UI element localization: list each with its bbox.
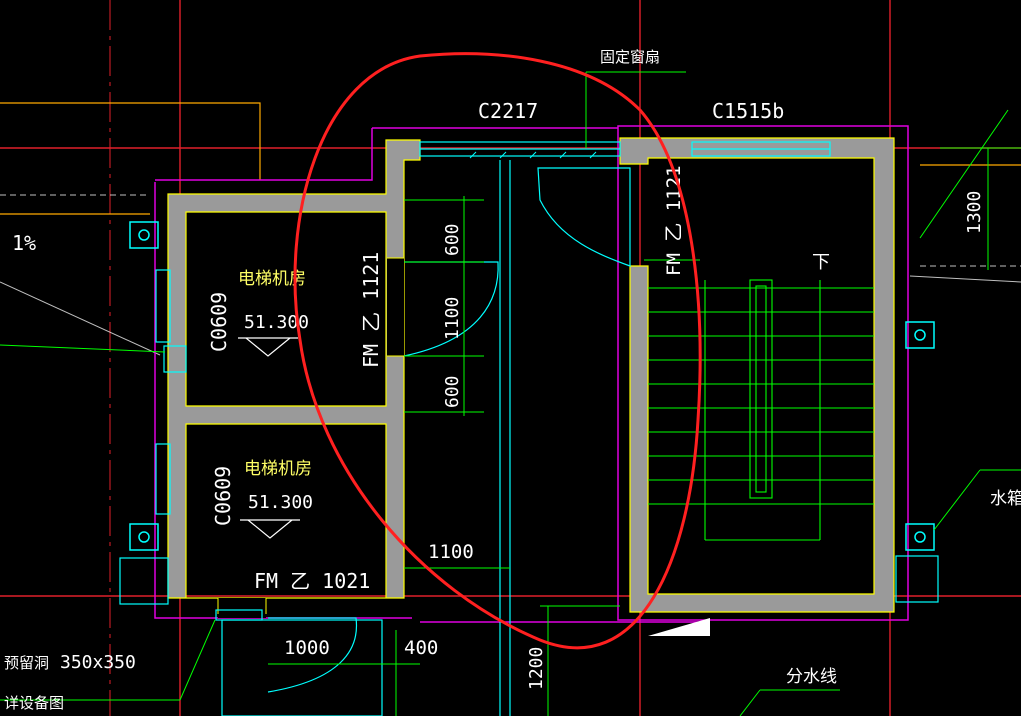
label-door-fm-1021: FM 乙 1021 xyxy=(254,569,370,593)
label-reserved-hole: 预留洞 xyxy=(4,654,49,672)
stair-treads xyxy=(648,279,874,541)
label-dim-1100-bottom: 1100 xyxy=(428,541,474,563)
label-door-fm-1121-left: FM 乙 1121 xyxy=(359,252,383,368)
socket-icon xyxy=(129,221,159,249)
label-elevation-lower: 51.300 xyxy=(248,492,313,513)
label-dim-600-top: 600 xyxy=(442,223,463,256)
cyan-linework xyxy=(119,160,939,716)
label-stair-down: 下 xyxy=(812,252,830,273)
window-hatch xyxy=(469,151,597,159)
label-equipment-note: 详设备图 xyxy=(4,694,64,712)
door-jambs xyxy=(217,257,404,614)
socket-icon xyxy=(905,523,935,551)
top-windows xyxy=(155,141,831,515)
wall-gaps xyxy=(218,258,404,618)
socket-icon xyxy=(129,523,159,551)
label-dim-600-bottom: 600 xyxy=(442,375,463,408)
label-dim-1100-mid: 1100 xyxy=(442,297,463,340)
green-leaders xyxy=(0,71,1021,716)
equipment-symbols xyxy=(129,221,935,551)
label-dim-1200: 1200 xyxy=(526,647,547,690)
text-layer: 固定窗扇 C2217 C1515b 1% 电梯机房 51.300 电梯机房 51… xyxy=(4,48,1021,712)
label-window-c2217: C2217 xyxy=(478,99,538,123)
background-linework xyxy=(0,194,1021,356)
label-door-fm-1121-right: FM 乙 1121 xyxy=(663,165,685,276)
walls xyxy=(167,137,895,613)
annotation-circle xyxy=(293,52,702,650)
label-slope: 1% xyxy=(12,231,36,255)
label-window-c1515b: C1515b xyxy=(712,99,784,123)
socket-icon xyxy=(905,321,935,349)
label-fixed-sash: 固定窗扇 xyxy=(600,48,660,66)
elevation-markers xyxy=(238,337,300,539)
label-elevation-upper: 51.300 xyxy=(244,312,309,333)
label-water-tank: 水箱 xyxy=(990,489,1021,509)
wall-elevator-block xyxy=(167,139,421,599)
label-window-c0609-upper: C0609 xyxy=(207,292,231,352)
label-window-c0609-lower: C0609 xyxy=(211,466,235,526)
label-elevator-room-lower: 电梯机房 xyxy=(244,459,312,479)
label-dim-400: 400 xyxy=(404,637,438,659)
label-dim-1300: 1300 xyxy=(964,191,985,234)
stair-landing-mark xyxy=(648,618,710,636)
label-reserved-hole-size: 350x350 xyxy=(60,652,136,673)
label-elevator-room-upper: 电梯机房 xyxy=(238,269,306,289)
label-dim-1000: 1000 xyxy=(284,637,330,659)
wall-stair-block xyxy=(619,137,895,613)
label-water-divide: 分水线 xyxy=(786,667,837,687)
